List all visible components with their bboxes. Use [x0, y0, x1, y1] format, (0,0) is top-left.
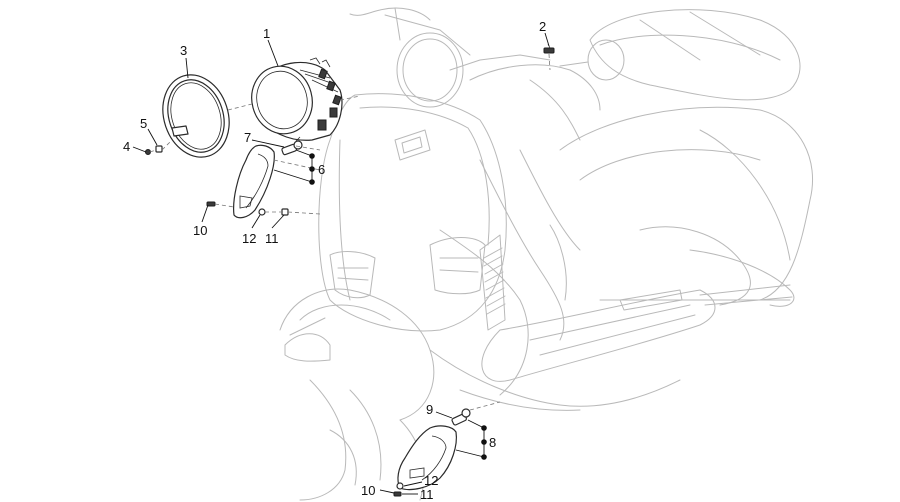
scooter-body-ghost: [279, 7, 814, 501]
callout-11-lower: 11: [420, 487, 434, 502]
callout-5: 5: [140, 116, 147, 131]
callout-4: 4: [123, 139, 130, 154]
callout-10-upper: 10: [193, 223, 207, 238]
front-indicator-part: [233, 144, 275, 219]
bulb-part: [281, 136, 303, 156]
callout-11-upper: 11: [265, 231, 279, 246]
callout-10-lower: 10: [361, 483, 375, 498]
callout-labels: 1 2 3 4 5 6 7 8 9 10 11 12 10 11 12: [123, 19, 546, 502]
headlamp-rim-part: [162, 74, 230, 158]
callout-7: 7: [244, 130, 251, 145]
callout-12-lower: 12: [424, 473, 438, 488]
callout-12-upper: 12: [242, 231, 256, 246]
callout-2: 2: [539, 19, 546, 34]
callout-6: 6: [318, 162, 325, 177]
leader-lines: [132, 32, 550, 495]
small-hardware-parts: [145, 43, 555, 426]
headlamp-unit-part: [251, 57, 343, 141]
callout-8: 8: [489, 435, 496, 450]
callout-1: 1: [263, 26, 270, 41]
lower-indicator-part: [393, 425, 457, 497]
callout-9: 9: [426, 402, 433, 417]
callout-3: 3: [180, 43, 187, 58]
assembly-lines: [149, 53, 551, 411]
